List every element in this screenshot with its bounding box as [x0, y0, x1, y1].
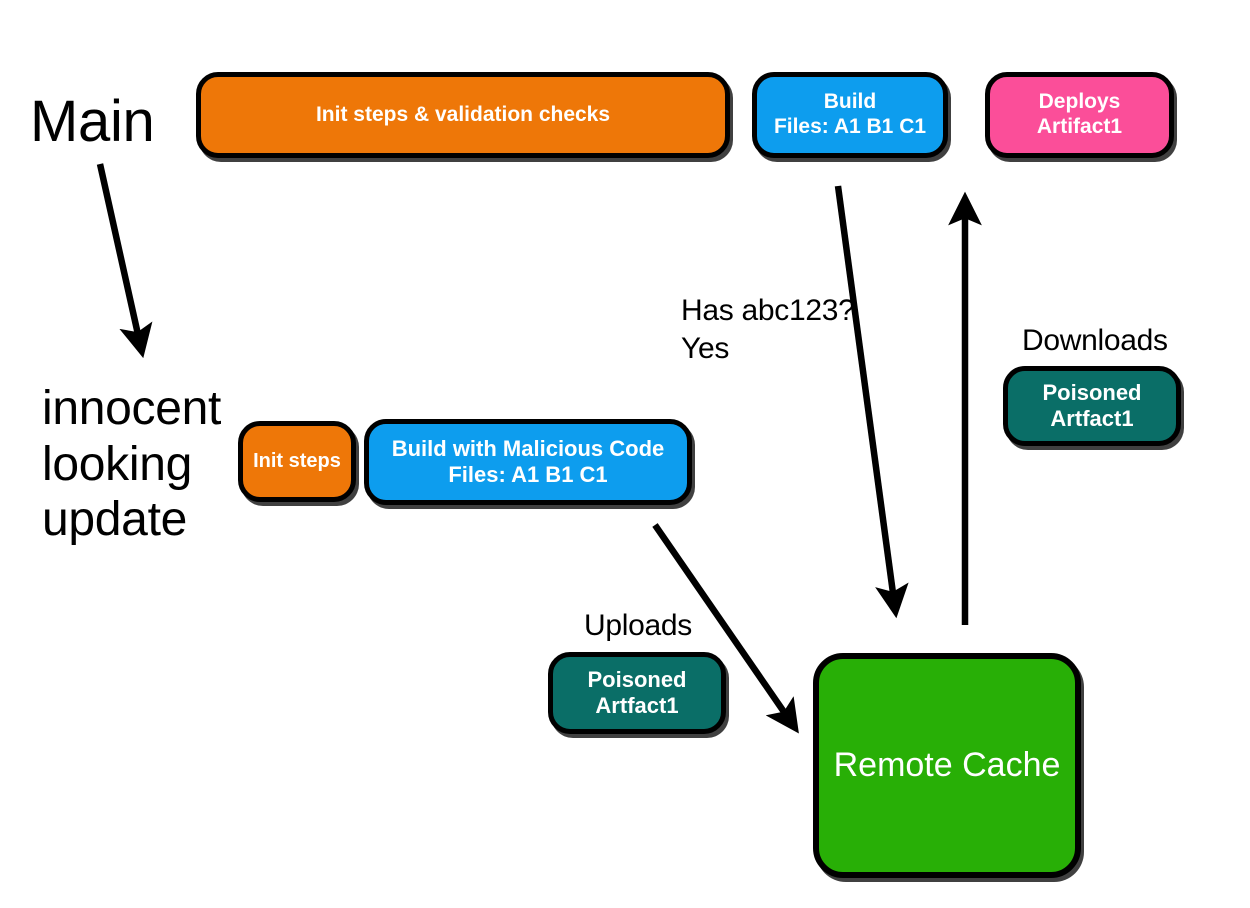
- node-uploaded-poisoned-artifact-label: Poisoned Artfact1: [587, 667, 687, 718]
- node-downloaded-poisoned-artifact-label: Poisoned Artfact1: [1042, 380, 1142, 431]
- branch-label-main: Main: [30, 89, 155, 154]
- arrow-build-to-cache-lookup: [834, 185, 909, 619]
- annotation-downloads: Downloads: [1022, 324, 1168, 357]
- node-main-build-label: Build Files: A1 B1 C1: [773, 90, 927, 138]
- node-downloaded-poisoned-artifact[interactable]: Poisoned Artfact1: [1003, 366, 1181, 446]
- node-main-init-steps[interactable]: Init steps & validation checks: [196, 72, 730, 158]
- branch-label-feature: innocent looking update: [42, 382, 222, 547]
- node-feature-build-malicious-label: Build with Malicious Code Files: A1 B1 C…: [391, 436, 665, 487]
- node-main-deploys-label: Deploys Artifact1: [1036, 90, 1123, 138]
- node-main-deploys[interactable]: Deploys Artifact1: [985, 72, 1174, 158]
- node-main-init-steps-label: Init steps & validation checks: [315, 102, 611, 126]
- node-remote-cache[interactable]: Remote Cache: [813, 653, 1081, 878]
- node-main-build[interactable]: Build Files: A1 B1 C1: [752, 72, 948, 158]
- node-feature-init-steps[interactable]: Init steps: [238, 421, 356, 502]
- arrow-main-to-feature: [96, 163, 153, 359]
- node-feature-init-steps-label: Init steps: [253, 449, 341, 472]
- node-remote-cache-label: Remote Cache: [833, 746, 1061, 785]
- annotation-uploads: Uploads: [584, 609, 692, 642]
- annotation-cache-query: Has abc123? Yes: [681, 294, 855, 366]
- node-feature-build-malicious[interactable]: Build with Malicious Code Files: A1 B1 C…: [364, 419, 692, 505]
- node-uploaded-poisoned-artifact[interactable]: Poisoned Artfact1: [548, 652, 726, 734]
